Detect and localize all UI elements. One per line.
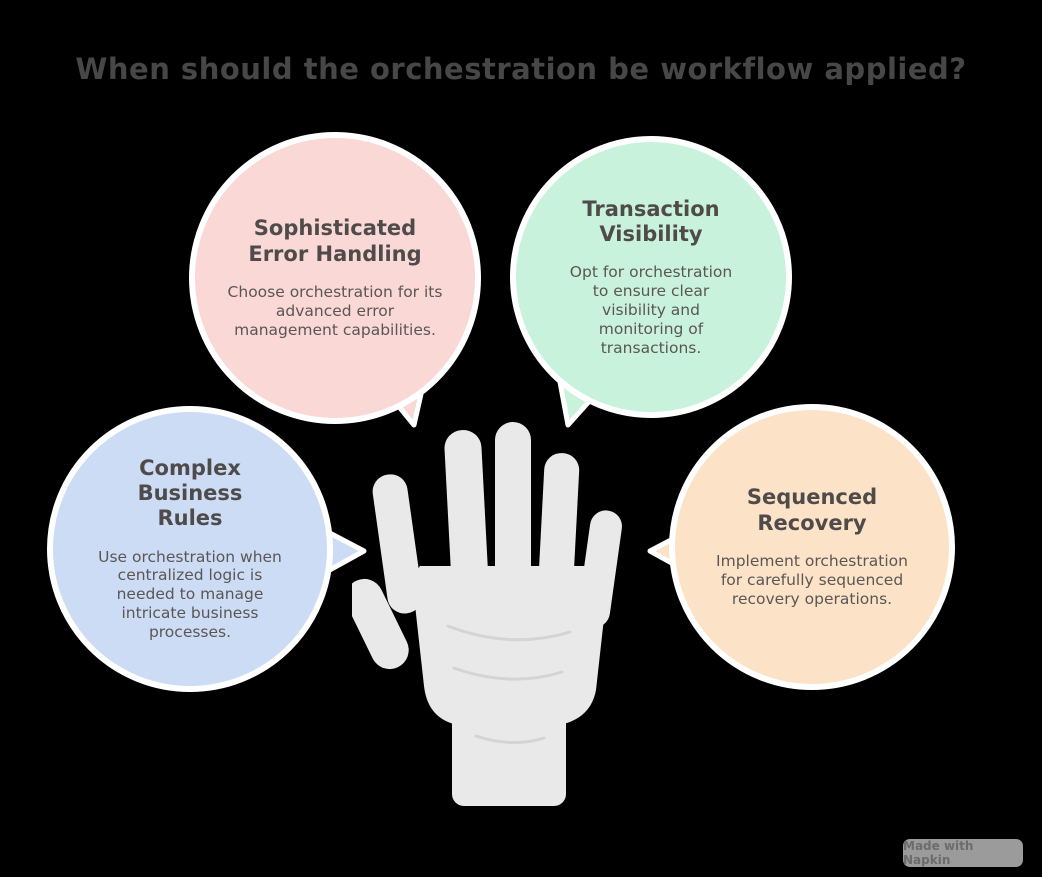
bubble-heading: Sequenced Recovery <box>746 485 878 535</box>
bubble-body: Use orchestration when centralized logic… <box>98 547 282 642</box>
bubble-body: Opt for orchestration to ensure clear vi… <box>569 262 733 357</box>
bubble-heading: Complex Business Rules <box>137 455 243 531</box>
bubble-sequenced-recovery: Sequenced Recovery Implement orchestrati… <box>669 404 955 690</box>
bubble-complex-business-rules: Complex Business Rules Use orchestration… <box>47 406 333 692</box>
bubble-body: Implement orchestration for carefully se… <box>716 551 908 608</box>
bubble-body: Choose orchestration for its advanced er… <box>227 282 443 339</box>
watermark-label: Made with Napkin <box>903 839 974 867</box>
bubble-transaction-visibility: Transaction Visibility Opt for orchestra… <box>510 136 792 418</box>
bubble-heading: Transaction Visibility <box>582 196 720 246</box>
bubble-heading: Sophisticated Error Handling <box>248 216 422 266</box>
page-title: When should the orchestration be workflo… <box>75 52 967 86</box>
hand-shapes <box>352 422 622 806</box>
watermark-pill: Made with Napkin <box>903 839 1023 867</box>
bubble-sophisticated-error-handling: Sophisticated Error Handling Choose orch… <box>189 132 481 424</box>
open-hand-icon <box>352 422 622 806</box>
